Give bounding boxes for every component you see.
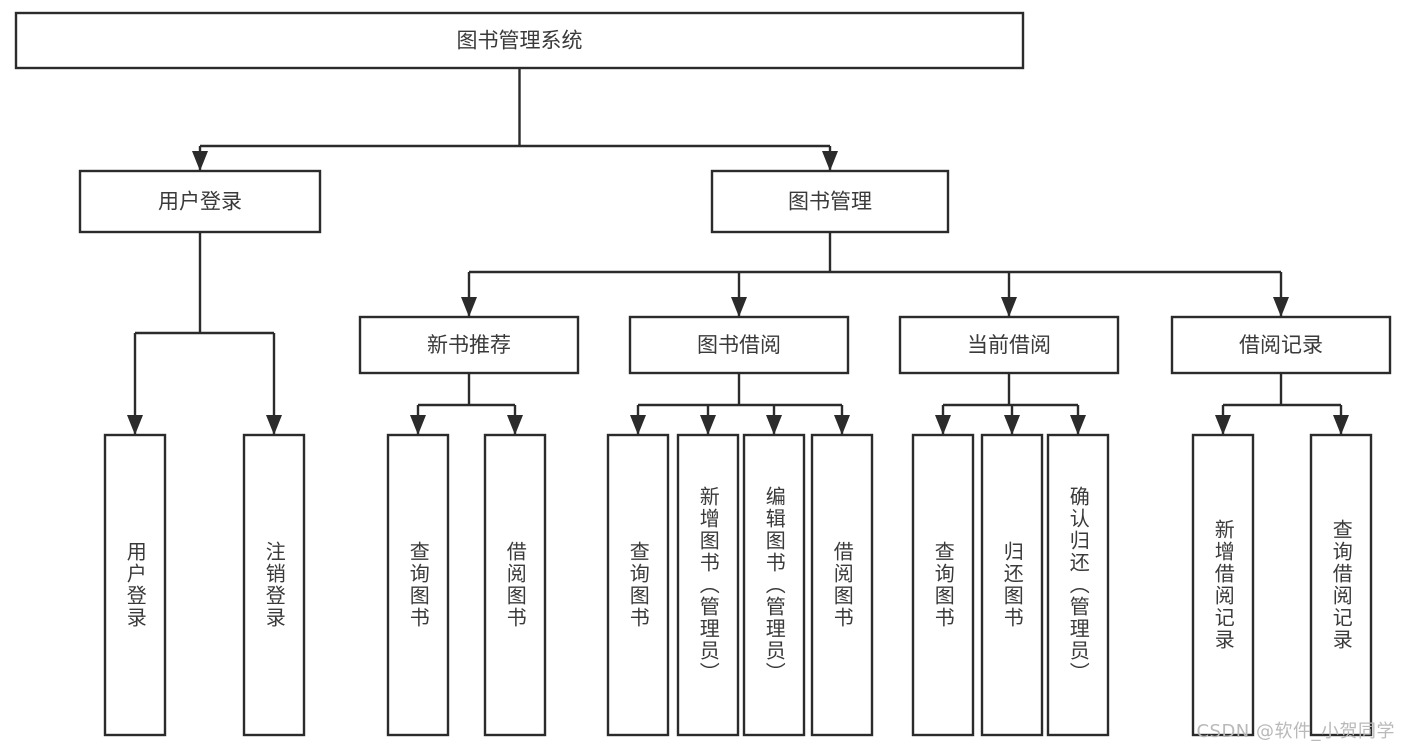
node-book-borrow-box[interactable]: [628, 315, 850, 375]
node-new-book-recommend[interactable]: 新书推荐: [358, 315, 580, 375]
borrow-record-arrow-0: [1215, 415, 1231, 435]
connector-layer: [127, 68, 1349, 435]
node-leaf-borrow-book-rec-box[interactable]: [483, 433, 547, 737]
node-leaf-user-logout-box[interactable]: [242, 433, 306, 737]
node-leaf-borrow-book-box[interactable]: [810, 433, 874, 737]
node-leaf-confirm-return-box[interactable]: [1046, 433, 1110, 737]
node-book-management-label: 图书管理: [788, 190, 872, 214]
node-current-borrow[interactable]: 当前借阅: [898, 315, 1120, 375]
node-leaf-confirm-return[interactable]: [1046, 433, 1110, 737]
node-leaf-edit-book-box[interactable]: [742, 433, 806, 737]
current-borrow-arrow-2: [1070, 415, 1086, 435]
node-root-label: 图书管理系统: [457, 29, 583, 53]
node-leaf-add-book[interactable]: [676, 433, 740, 737]
node-leaf-query-borrow-record[interactable]: [1309, 433, 1373, 737]
book-management-arrow-3: [1273, 297, 1289, 317]
book-management-arrow-2: [1001, 297, 1017, 317]
new-book-recommend-arrow-0: [410, 415, 426, 435]
book-borrow-arrow-2: [766, 415, 782, 435]
node-leaf-query-borrow-record-box[interactable]: [1309, 433, 1373, 737]
new-book-recommend-arrow-1: [507, 415, 523, 435]
book-borrow-arrow-1: [700, 415, 716, 435]
node-leaf-add-borrow-record[interactable]: [1191, 433, 1255, 737]
node-root-box[interactable]: [14, 11, 1025, 70]
user-login-arrow-1: [266, 415, 282, 435]
current-borrow-arrow-0: [935, 415, 951, 435]
root-arrow-1: [822, 151, 838, 171]
node-new-book-recommend-box[interactable]: [358, 315, 580, 375]
node-user-login[interactable]: 用户登录: [78, 169, 322, 234]
node-leaf-query-book-rec-box[interactable]: [386, 433, 450, 737]
node-leaf-add-borrow-record-box[interactable]: [1191, 433, 1255, 737]
node-current-borrow-label: 当前借阅: [967, 333, 1051, 357]
node-leaf-query-book-current[interactable]: [911, 433, 975, 737]
node-borrow-record-box[interactable]: [1170, 315, 1392, 375]
node-leaf-return-book-box[interactable]: [980, 433, 1044, 737]
node-leaf-user-login-box[interactable]: [103, 433, 167, 737]
current-borrow-arrow-1: [1004, 415, 1020, 435]
node-leaf-user-logout[interactable]: [242, 433, 306, 737]
book-management-arrow-0: [461, 297, 477, 317]
node-borrow-record[interactable]: 借阅记录: [1170, 315, 1392, 375]
node-borrow-record-label: 借阅记录: [1239, 333, 1323, 357]
node-user-login-box[interactable]: [78, 169, 322, 234]
node-leaf-user-login[interactable]: [103, 433, 167, 737]
node-leaf-query-book-borrow-box[interactable]: [606, 433, 670, 737]
node-book-management-box[interactable]: [710, 169, 950, 234]
node-book-management[interactable]: 图书管理: [710, 169, 950, 234]
node-root[interactable]: 图书管理系统: [14, 11, 1025, 70]
book-management-arrow-1: [731, 297, 747, 317]
node-leaf-add-book-box[interactable]: [676, 433, 740, 737]
node-user-login-label: 用户登录: [158, 190, 242, 214]
node-book-borrow[interactable]: 图书借阅: [628, 315, 850, 375]
node-leaf-query-book-borrow[interactable]: [606, 433, 670, 737]
node-leaf-borrow-book[interactable]: [810, 433, 874, 737]
borrow-record-arrow-1: [1333, 415, 1349, 435]
book-borrow-arrow-3: [834, 415, 850, 435]
node-new-book-recommend-label: 新书推荐: [427, 333, 511, 357]
node-leaf-borrow-book-rec[interactable]: [483, 433, 547, 737]
node-leaf-return-book[interactable]: [980, 433, 1044, 737]
user-login-arrow-0: [127, 415, 143, 435]
book-borrow-arrow-0: [630, 415, 646, 435]
node-leaf-query-book-current-box[interactable]: [911, 433, 975, 737]
node-current-borrow-box[interactable]: [898, 315, 1120, 375]
node-leaf-query-book-rec[interactable]: [386, 433, 450, 737]
node-leaf-edit-book[interactable]: [742, 433, 806, 737]
root-arrow-0: [192, 151, 208, 171]
node-book-borrow-label: 图书借阅: [697, 333, 781, 357]
